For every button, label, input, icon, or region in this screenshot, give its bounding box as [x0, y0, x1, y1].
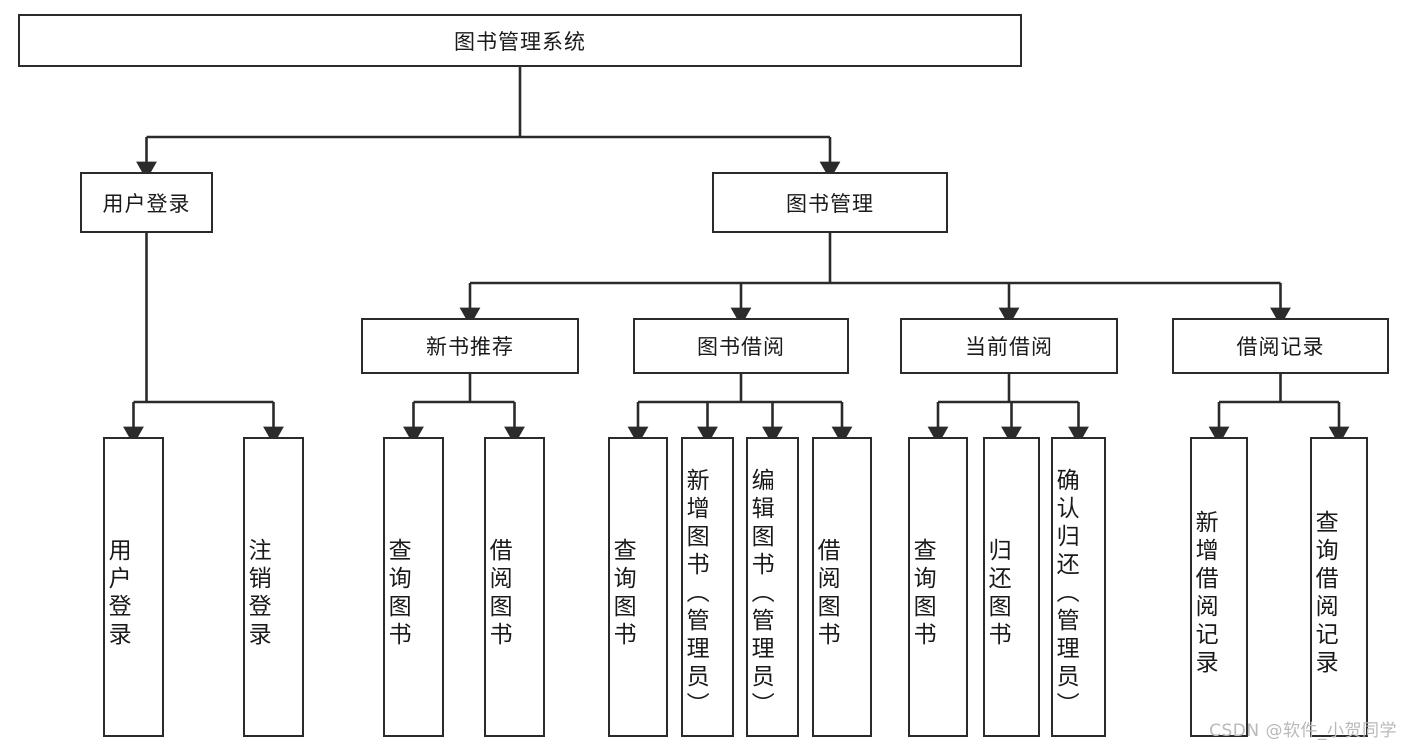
node-book-borrow[interactable]: 图书借阅 — [633, 318, 849, 374]
node-borrow-record[interactable]: 借阅记录 — [1172, 318, 1389, 374]
leaf-query-book-current-label: 查询图书 — [909, 538, 936, 650]
leaf-user-login[interactable]: 用户登录 — [103, 437, 164, 737]
node-user-login[interactable]: 用户登录 — [80, 172, 213, 233]
leaf-query-book-borrow-label: 查询图书 — [609, 538, 636, 650]
node-book-manage[interactable]: 图书管理 — [712, 172, 948, 233]
leaf-confirm-return-label: 确认归还（管理员） — [1052, 468, 1079, 720]
node-root[interactable]: 图书管理系统 — [18, 14, 1022, 67]
leaf-borrow-book-label: 借阅图书 — [813, 538, 840, 650]
node-new-book-recommend-label: 新书推荐 — [426, 335, 514, 359]
leaf-edit-book-label: 编辑图书（管理员） — [747, 468, 774, 720]
leaf-logout-label: 注销登录 — [244, 538, 271, 650]
watermark-text: CSDN @软件_小贺同学 — [1209, 721, 1397, 741]
leaf-query-book-current[interactable]: 查询图书 — [908, 437, 968, 737]
leaf-query-book-recommend-label: 查询图书 — [384, 538, 411, 650]
node-book-manage-label: 图书管理 — [786, 191, 874, 216]
node-borrow-record-label: 借阅记录 — [1236, 335, 1325, 359]
leaf-return-book-label: 归还图书 — [984, 538, 1011, 650]
leaf-borrow-book-recommend[interactable]: 借阅图书 — [484, 437, 545, 737]
leaf-borrow-book-recommend-label: 借阅图书 — [485, 538, 512, 650]
leaf-add-borrow-record-label: 新增借阅记录 — [1191, 510, 1218, 678]
leaf-borrow-book[interactable]: 借阅图书 — [812, 437, 872, 737]
leaf-user-login-label: 用户登录 — [104, 538, 131, 650]
node-new-book-recommend[interactable]: 新书推荐 — [361, 318, 579, 374]
leaf-query-book-borrow[interactable]: 查询图书 — [608, 437, 668, 737]
leaf-add-borrow-record[interactable]: 新增借阅记录 — [1190, 437, 1248, 737]
leaf-query-borrow-record[interactable]: 查询借阅记录 — [1310, 437, 1368, 737]
leaf-add-book[interactable]: 新增图书（管理员） — [681, 437, 734, 737]
leaf-query-borrow-record-label: 查询借阅记录 — [1311, 510, 1338, 678]
leaf-confirm-return[interactable]: 确认归还（管理员） — [1051, 437, 1106, 737]
leaf-logout[interactable]: 注销登录 — [243, 437, 304, 737]
leaf-return-book[interactable]: 归还图书 — [983, 437, 1040, 737]
node-book-borrow-label: 图书借阅 — [697, 335, 785, 359]
leaf-add-book-label: 新增图书（管理员） — [682, 468, 709, 720]
node-current-borrow-label: 当前借阅 — [965, 335, 1053, 359]
node-user-login-label: 用户登录 — [102, 191, 191, 216]
node-root-label: 图书管理系统 — [454, 29, 586, 54]
node-current-borrow[interactable]: 当前借阅 — [900, 318, 1118, 374]
leaf-query-book-recommend[interactable]: 查询图书 — [383, 437, 444, 737]
leaf-edit-book[interactable]: 编辑图书（管理员） — [746, 437, 799, 737]
